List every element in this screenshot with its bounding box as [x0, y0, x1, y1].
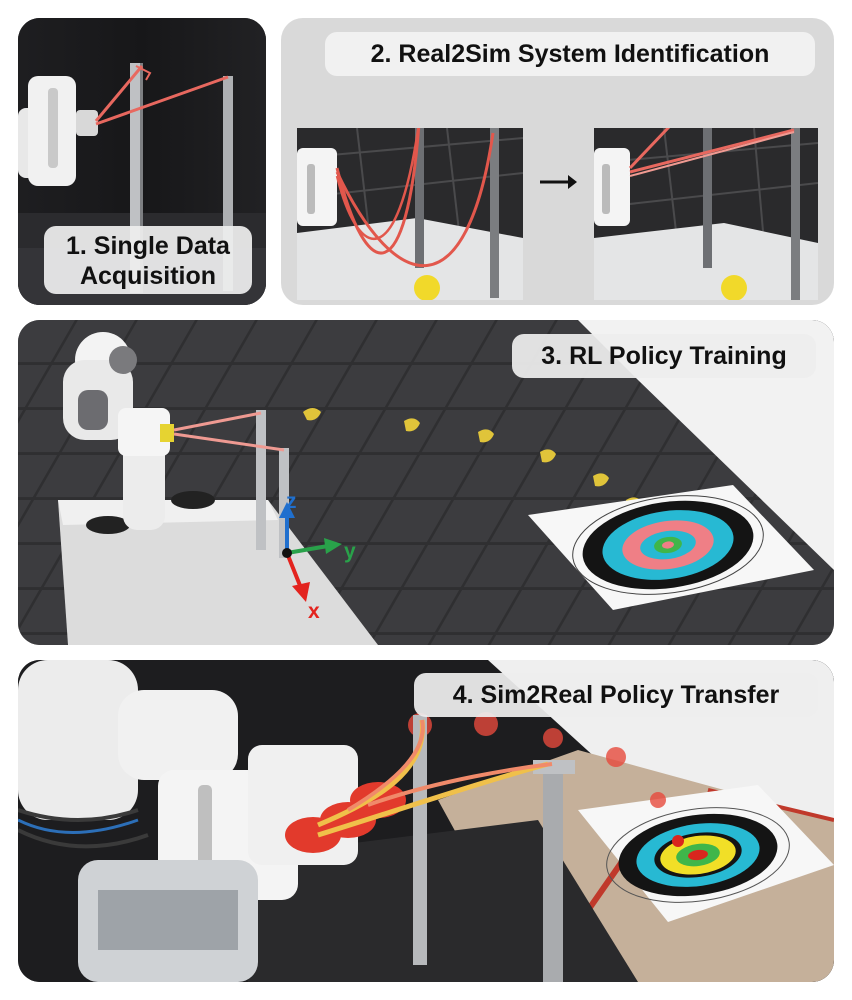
- arrow-right-icon: [540, 175, 577, 189]
- rl-post-right: [279, 448, 289, 558]
- sim-ball: [414, 275, 440, 300]
- panel-data-acquisition: 1. Single Data Acquisition: [18, 18, 266, 305]
- sim-gripper: [297, 148, 337, 226]
- post-left: [130, 63, 140, 293]
- rl-post-left: [256, 410, 266, 550]
- robot-base: [123, 440, 165, 530]
- rl-target: [572, 495, 764, 595]
- sim-gripper-2: [594, 148, 630, 226]
- sim-post-right: [490, 128, 499, 298]
- panel2-label: 2. Real2Sim System Identification: [325, 32, 815, 76]
- sim-post-left-2: [703, 128, 712, 268]
- axis-y-label: y: [344, 540, 356, 563]
- sim-post-left: [415, 128, 424, 268]
- rl-gripper: [118, 408, 170, 456]
- axis-y-line: [286, 544, 329, 555]
- sim-ball-2: [721, 275, 747, 300]
- axis-z-label: z: [286, 490, 297, 513]
- panel1-label: 1. Single Data Acquisition: [44, 226, 252, 294]
- real-post-left: [413, 715, 427, 965]
- panel-sim2real: 4. Sim2Real Policy Transfer: [18, 660, 834, 982]
- sim-after-view: [594, 128, 818, 300]
- sim-before-view: [297, 128, 523, 300]
- panel4-label: 4. Sim2Real Policy Transfer: [414, 673, 818, 717]
- panel-real2sim: 2. Real2Sim System Identification: [281, 18, 834, 305]
- real-robot-link: [18, 660, 138, 820]
- real-post-right: [543, 760, 563, 982]
- panel1-label-line2: Acquisition: [79, 261, 217, 290]
- panel1-label-line1: 1. Single Data: [66, 232, 230, 260]
- sim-post-right-2: [791, 128, 800, 300]
- axis-x-label: x: [308, 600, 320, 623]
- panel3-label: 3. RL Policy Training: [512, 334, 816, 378]
- axis-x-line: [285, 552, 303, 589]
- post-right: [223, 76, 233, 291]
- panel-rl-training: z y x 3. RL Policy Training: [18, 320, 834, 645]
